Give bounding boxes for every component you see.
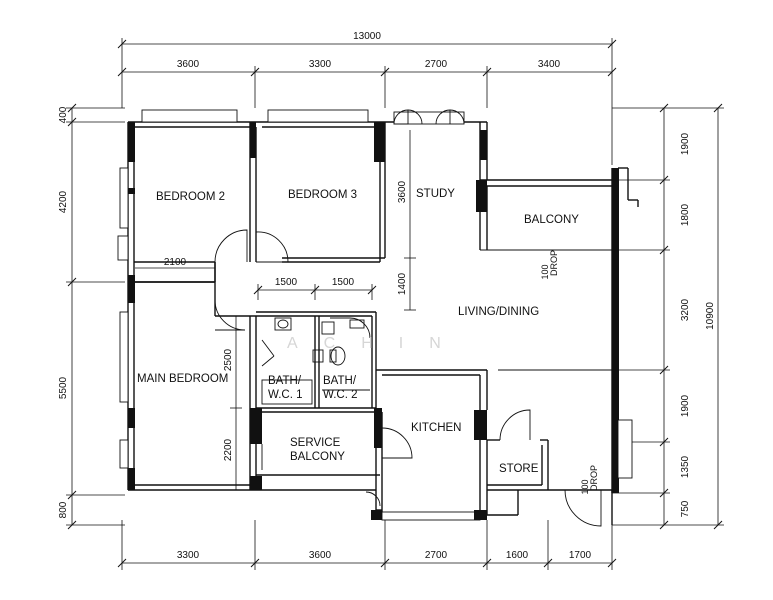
shower-bath1 xyxy=(261,379,313,405)
dim-bottom-3: 2700 xyxy=(425,550,448,561)
label-main-bedroom: MAIN BEDROOM xyxy=(137,373,228,385)
dim-bath-2500: 2500 xyxy=(223,348,234,371)
window-main-bedroom-2 xyxy=(119,439,129,469)
dim-left-2: 4200 xyxy=(58,190,69,213)
walls xyxy=(127,121,639,525)
dim-right-1: 1900 xyxy=(680,132,691,155)
dim-right-total: 10900 xyxy=(705,302,716,330)
dim-service-2200: 2200 xyxy=(223,438,234,461)
dim-bath1-width: 1500 xyxy=(275,277,298,288)
windows xyxy=(117,109,633,479)
level-drop-notes: 100 DROP 100 DROP xyxy=(540,250,599,495)
window-main-bedroom xyxy=(119,311,129,403)
drop-note-entrance-label: DROP xyxy=(589,465,599,491)
dim-bottom-1: 3300 xyxy=(177,550,200,561)
drop-note-balcony-label: DROP xyxy=(549,250,559,276)
dim-bottom-4: 1600 xyxy=(506,550,529,561)
label-living-dining: LIVING/DINING xyxy=(458,306,539,318)
dim-left-1: 400 xyxy=(58,106,69,123)
dim-right-6: 750 xyxy=(680,500,691,517)
dim-overall-width: 13000 xyxy=(353,31,381,42)
label-service-balcony-line2: BALCONY xyxy=(290,451,345,463)
watermark: ACHIN xyxy=(287,335,467,352)
doors xyxy=(214,109,602,527)
window-study xyxy=(393,111,465,125)
drop-note-balcony-value: 100 xyxy=(540,264,550,279)
dim-left-3: 5500 xyxy=(58,376,69,399)
label-study: STUDY xyxy=(416,188,455,200)
dim-right-5: 1350 xyxy=(680,455,691,478)
aircon-ledge xyxy=(117,235,129,261)
bathroom-fixtures xyxy=(261,317,370,405)
drop-note-entrance-value: 100 xyxy=(580,479,590,494)
dim-top-1: 3600 xyxy=(177,59,200,70)
label-service-balcony-line1: SERVICE xyxy=(290,437,341,449)
window-bedroom3 xyxy=(267,109,369,123)
label-bath-wc-2-line1: BATH/ xyxy=(323,375,357,387)
dim-study-1400: 1400 xyxy=(397,272,408,295)
label-bedroom-3: BEDROOM 3 xyxy=(288,189,357,201)
label-kitchen: KITCHEN xyxy=(411,422,461,434)
dim-left-4: 800 xyxy=(58,501,69,518)
dim-top-4: 3400 xyxy=(538,59,561,70)
dim-bottom-5: 1700 xyxy=(569,550,592,561)
dim-right-2: 1800 xyxy=(680,203,691,226)
dim-study-3600: 3600 xyxy=(397,180,408,203)
label-bath-wc-2-line2: W.C. 2 xyxy=(323,389,358,401)
label-balcony: BALCONY xyxy=(524,214,579,226)
structural-columns xyxy=(128,122,619,520)
dim-bottom-2: 3600 xyxy=(309,550,332,561)
dimension-lines xyxy=(66,38,724,570)
label-bedroom-2: BEDROOM 2 xyxy=(156,191,225,203)
dim-right-3: 3200 xyxy=(680,298,691,321)
label-bath-wc-1-line1: BATH/ xyxy=(268,375,302,387)
room-labels: BEDROOM 2 BEDROOM 3 STUDY BALCONY LIVING… xyxy=(137,188,579,475)
label-bath-wc-1-line2: W.C. 1 xyxy=(268,389,303,401)
window-bedroom2 xyxy=(141,109,238,123)
basin-bath2 xyxy=(321,321,335,335)
dim-right-4: 1900 xyxy=(680,394,691,417)
label-store: STORE xyxy=(499,463,539,475)
dim-bath2-width: 1500 xyxy=(332,277,355,288)
dimension-labels: 13000 3600 3300 2700 3400 3300 3600 2700… xyxy=(58,31,716,561)
window-living xyxy=(617,419,633,479)
dim-top-2: 3300 xyxy=(309,59,332,70)
window-bedroom2-side xyxy=(119,167,129,229)
toilet-bath2 xyxy=(330,346,346,366)
dim-top-3: 2700 xyxy=(425,59,448,70)
basin-bath1 xyxy=(274,317,292,331)
